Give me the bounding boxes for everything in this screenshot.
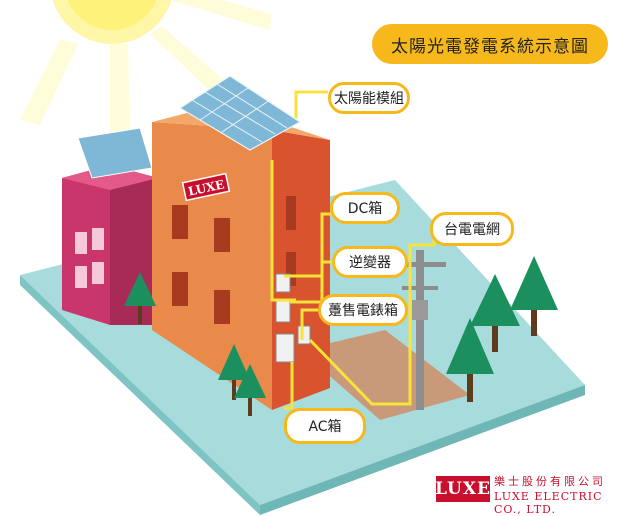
logo-english-name: LUXE ELECTRIC CO., LTD. (494, 490, 603, 516)
utility-pole (394, 250, 446, 410)
label-dc-box: DC箱 (330, 192, 400, 224)
building-sign: LUXE (181, 172, 231, 202)
company-logo: LUXE 樂士股份有限公司 LUXE ELECTRIC CO., LTD. (435, 470, 614, 516)
trees (124, 256, 558, 416)
label-meter-box: 躉售電錶箱 (318, 294, 408, 326)
tree-icon (470, 274, 520, 352)
label-grid: 台電電網 (430, 212, 514, 246)
left-building (62, 127, 158, 325)
sun-icon (20, 0, 272, 150)
label-ac-box: AC箱 (284, 408, 366, 444)
diagram-title: 太陽光電發電系統示意圖 (372, 24, 608, 64)
logo-mark: LUXE (435, 476, 490, 502)
tree-icon (510, 256, 558, 336)
tree-icon (218, 344, 250, 400)
label-inverter: 逆變器 (332, 246, 408, 278)
label-solar-module: 太陽能模組 (328, 82, 410, 114)
logo-chinese-name: 樂士股份有限公司 (494, 475, 606, 488)
main-building (152, 75, 330, 410)
tree-icon (234, 364, 266, 416)
tree-icon (446, 318, 494, 402)
tree-icon (124, 272, 156, 324)
